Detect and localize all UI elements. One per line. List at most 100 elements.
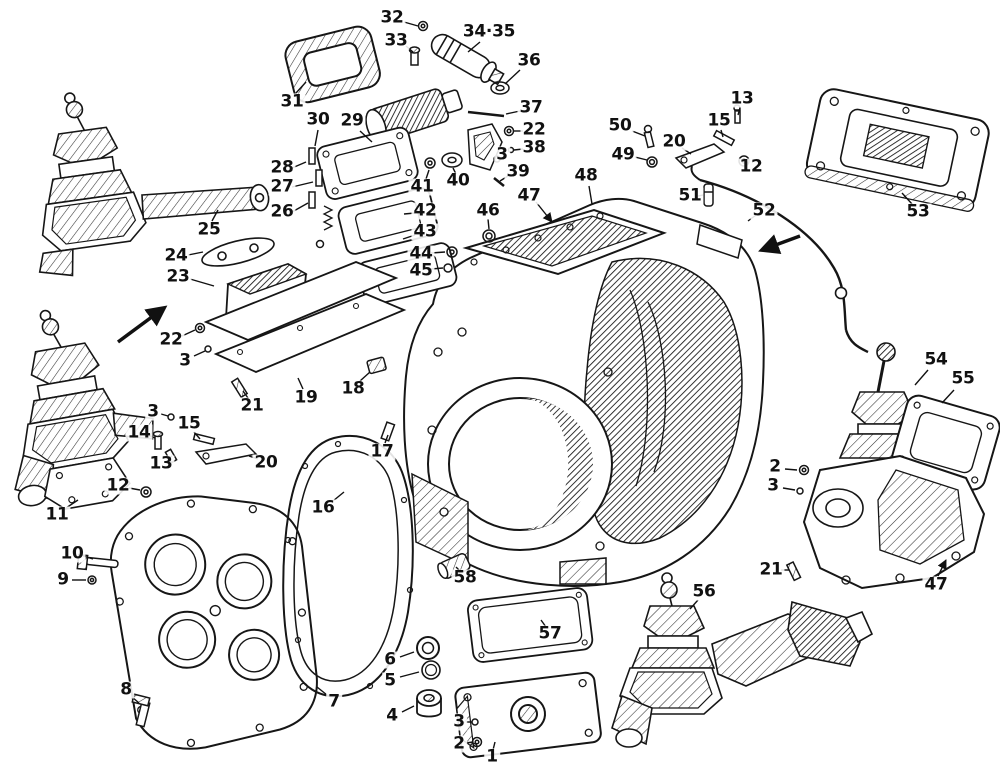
part-number-label: 52 (750, 200, 778, 221)
part-number-label: 46 (474, 200, 502, 221)
part-number-label: 54 (922, 349, 950, 370)
leader-line (467, 41, 481, 53)
part-number-label: 56 (690, 581, 718, 602)
leader-line (399, 671, 420, 678)
direction-arrows-art (116, 234, 801, 344)
part-number-label: 27 (268, 176, 296, 197)
part-number-label: 47 (515, 185, 543, 206)
top-cover-art (804, 88, 990, 212)
part-number-label: 10 (58, 543, 86, 564)
leader-line (314, 129, 319, 147)
part-number-label: 38 (520, 137, 548, 158)
part-number-label: 55 (949, 368, 977, 389)
leader-line (588, 185, 593, 205)
part-number-label: 24 (162, 245, 190, 266)
leader-line (242, 390, 249, 399)
part-number-label: 2 (767, 456, 783, 477)
front-cover-plate-art (109, 495, 318, 750)
direction-arrow (758, 234, 801, 255)
leader-line (901, 192, 913, 205)
part-number-label: 53 (904, 201, 932, 222)
part-number-label: 3 (765, 475, 781, 496)
leader-line (160, 413, 169, 417)
part-number-label: 3 (177, 350, 193, 371)
part-number-label: 3 (145, 401, 161, 422)
part-number-label: 20 (660, 131, 688, 152)
part-number-label: 1 (484, 746, 500, 767)
part-number-label: 4 (384, 705, 400, 726)
leader-line (720, 129, 724, 138)
part-number-label: 11 (43, 504, 71, 525)
part-number-label: 42 (411, 200, 439, 221)
part-number-label: 45 (407, 260, 435, 281)
part-number-label: 23 (164, 266, 192, 287)
part-number-label: 3 (451, 711, 467, 732)
part-number-label: 12 (737, 156, 765, 177)
part-number-label: 20 (252, 452, 280, 473)
part-number-label: 25 (195, 219, 223, 240)
leader-line (504, 69, 521, 85)
leader-line (689, 599, 699, 610)
leader-line (631, 130, 646, 137)
leader-line (295, 81, 307, 94)
leader-line (359, 130, 373, 143)
part-number-label: 43 (411, 221, 439, 242)
part-number-label: 51 (676, 185, 704, 206)
part-number-label: 7 (326, 691, 342, 712)
part-number-label: 33 (382, 30, 410, 51)
part-number-label: 40 (444, 170, 472, 191)
leader-line (465, 741, 474, 744)
leader-line (784, 468, 798, 471)
part-number-label: 22 (520, 119, 548, 140)
part-number-label: 44 (407, 243, 435, 264)
shift-rails-art (201, 237, 407, 373)
gear-lever-art (802, 342, 1000, 590)
part-number-label: 18 (339, 378, 367, 399)
part-number-label: 3 (494, 144, 510, 165)
shaft-cylinder-art (430, 33, 505, 86)
leader-line (359, 371, 371, 382)
part-number-label: 22 (157, 329, 185, 350)
part-number-label: 37 (517, 97, 545, 118)
part-number-label: 36 (515, 50, 543, 71)
leader-line (634, 156, 648, 161)
leader-line (193, 350, 206, 357)
part-number-label: 47 (922, 574, 950, 595)
part-number-label: 13 (147, 453, 175, 474)
part-number-label: 26 (268, 201, 296, 222)
leader-line (193, 431, 201, 440)
part-number-label: 8 (118, 679, 134, 700)
part-number-label: 19 (292, 387, 320, 408)
top-cover-ring-art (284, 25, 381, 104)
shift-tower-top-left-art (38, 92, 270, 277)
part-number-label: 21 (757, 559, 785, 580)
part-number-label: 28 (268, 157, 296, 178)
part-number-label: 48 (572, 165, 600, 186)
leader-line (403, 21, 419, 27)
part-number-label: 14 (125, 422, 153, 443)
leader-line (425, 169, 430, 180)
cover-gasket-art (282, 434, 414, 698)
part-number-label: 16 (309, 497, 337, 518)
part-number-label: 6 (382, 649, 398, 670)
leader-line (189, 278, 215, 287)
part-number-label: 9 (55, 569, 71, 590)
part-number-label: 49 (609, 144, 637, 165)
part-number-label: 58 (451, 567, 479, 588)
part-number-label: 12 (104, 475, 132, 496)
gearbox-housing-art (403, 197, 765, 587)
direction-arrow (116, 305, 168, 344)
leader-line (211, 209, 219, 222)
part-number-label: 31 (278, 91, 306, 112)
leader-line (937, 559, 947, 577)
part-number-label: 34·35 (460, 21, 518, 42)
part-number-label: 32 (378, 7, 406, 28)
part-number-label: 15 (705, 110, 733, 131)
leader-line (737, 107, 741, 116)
part-number-label: 5 (382, 670, 398, 691)
part-number-label: 15 (175, 413, 203, 434)
part-number-label: 41 (408, 176, 436, 197)
leader-line (782, 487, 796, 491)
part-number-label: 30 (304, 109, 332, 130)
